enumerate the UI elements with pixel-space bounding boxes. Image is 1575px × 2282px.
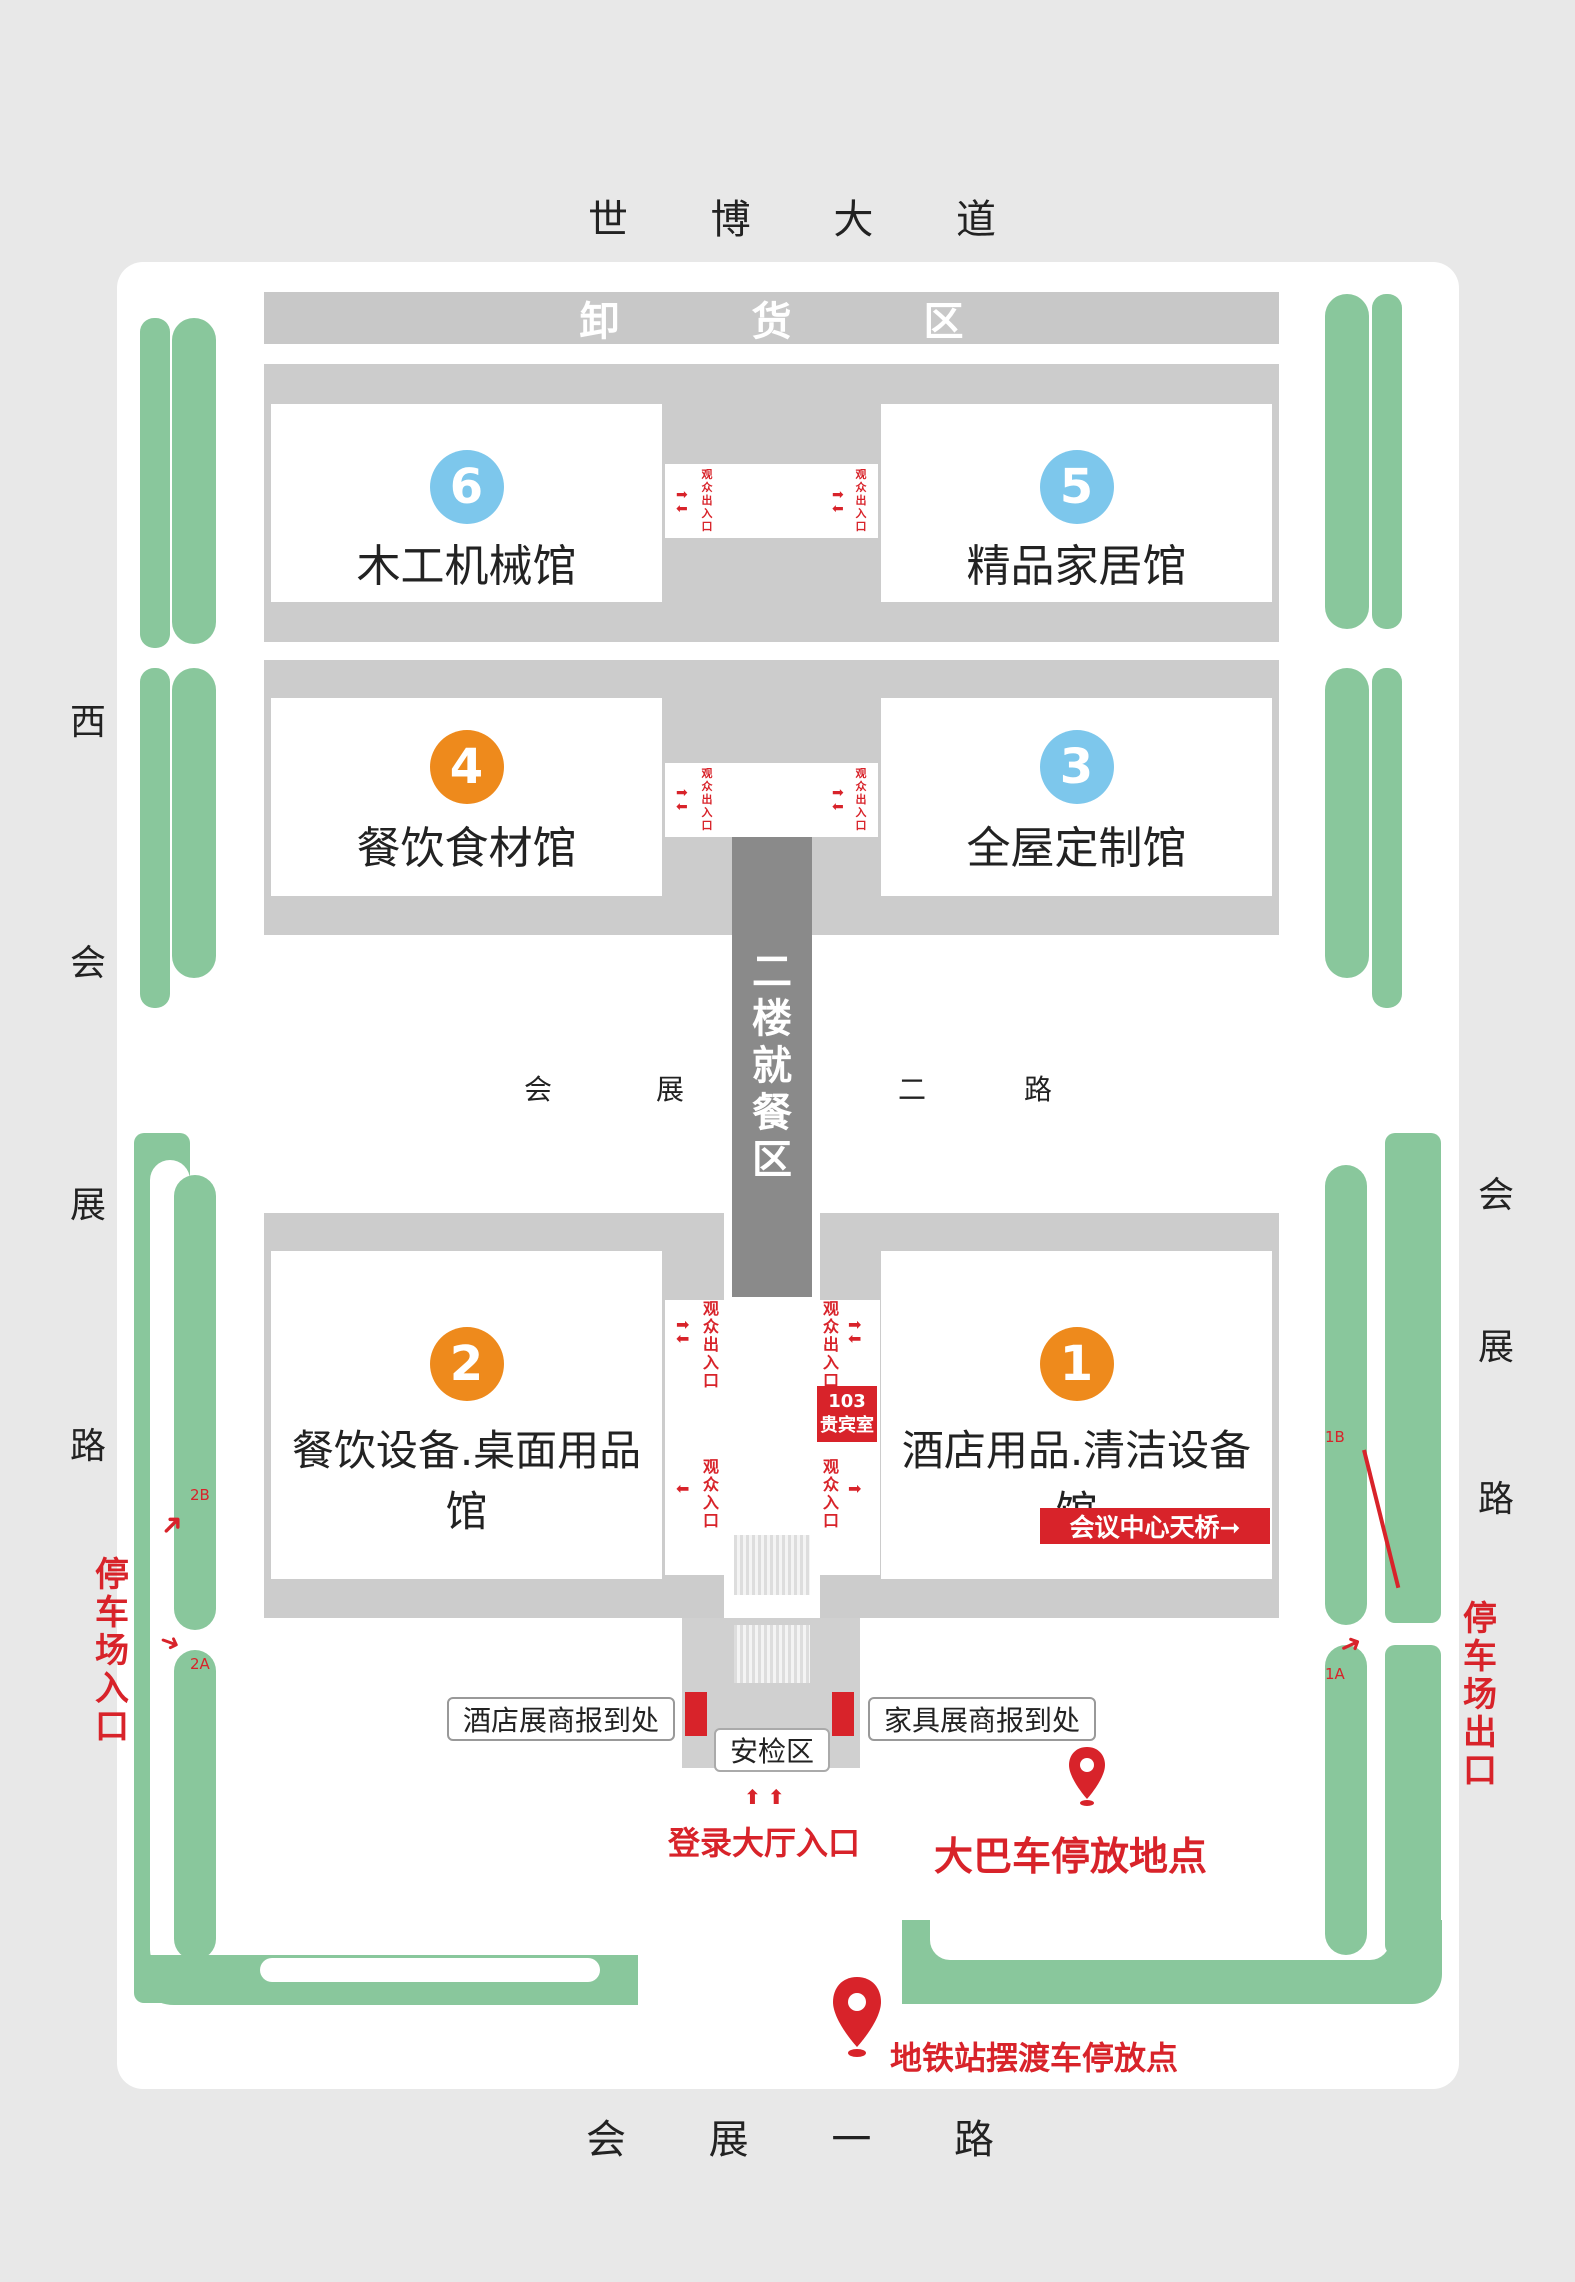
hall-3[interactable]: 3 全屋定制馆 [881, 698, 1272, 896]
entry-marker-3[interactable]: 观众出入口 [855, 767, 867, 832]
escalator-lower [734, 1625, 810, 1683]
hall-1-number: 1 [1039, 1327, 1114, 1401]
parking-exit-label: 停车场出口 [1463, 1599, 1497, 1791]
gate-2a: 2A [190, 1655, 210, 1673]
green-belt-west-1 [140, 318, 170, 648]
green-belt-south-east-cut [930, 1920, 1390, 1960]
hall-4-number: 4 [429, 730, 504, 804]
hall-5-name: 精品家居馆 [966, 541, 1187, 592]
hotel-exhibitor-registration: 酒店展商报到处 [447, 1697, 675, 1741]
gate-1a: 1A [1325, 1665, 1345, 1683]
green-belt-east-1 [1325, 294, 1369, 629]
entry-marker-2-in-out[interactable]: 观众出入口 [702, 1299, 719, 1390]
gate-1b: 1B [1325, 1428, 1345, 1446]
corridor-4-3 [665, 763, 878, 837]
hall-6-name: 木工机械馆 [356, 541, 577, 592]
escalator-upper [734, 1535, 810, 1595]
bus-parking-label: 大巴车停放地点 [934, 1835, 1208, 1880]
entry-arrows-1b: ➡ [848, 1479, 862, 1498]
corridor-6-5 [665, 464, 878, 538]
vip-room-103[interactable]: 103 贵宾室 [817, 1386, 877, 1442]
hall-6-number: 6 [429, 450, 504, 524]
metro-shuttle-pin-icon [830, 1975, 884, 2063]
green-belt-east-2b [1372, 668, 1402, 1008]
green-belt-east-1b [1372, 294, 1402, 629]
road-east: 会展路 [1477, 1175, 1514, 1520]
road-west: 西会展路 [69, 702, 106, 1467]
furniture-registration-desk [832, 1692, 854, 1736]
entry-marker-2-in[interactable]: 观众入口 [702, 1457, 719, 1530]
entry-arrows-4: ➡⬅ [676, 785, 688, 815]
entry-arrows-1a: ➡⬅ [848, 1315, 862, 1348]
road-north: 世博大道 [588, 197, 996, 243]
green-belt-west-2b [172, 668, 216, 978]
hotel-registration-desk [685, 1692, 707, 1736]
entry-arrows-2b: ⬅ [676, 1479, 690, 1498]
green-belt-east-3b [1385, 1133, 1441, 1623]
entry-marker-1-in-out[interactable]: 观众出入口 [822, 1299, 839, 1390]
entry-marker-6[interactable]: 观众出入口 [701, 468, 713, 533]
security-check-area: 安检区 [714, 1728, 830, 1772]
green-belt-east-2 [1325, 668, 1369, 978]
hall-2[interactable]: 2 餐饮设备.桌面用品馆 [271, 1251, 662, 1579]
second-floor-dining-area: 二楼就餐区 [732, 837, 812, 1297]
entry-arrows-6: ➡⬅ [676, 487, 688, 517]
parking-entrance-label: 停车场入口 [95, 1555, 129, 1747]
green-belt-west-3b [174, 1175, 216, 1630]
entry-marker-1-in[interactable]: 观众入口 [822, 1457, 839, 1530]
hall-4[interactable]: 4 餐饮食材馆 [271, 698, 662, 896]
entry-arrows-3: ➡⬅ [832, 785, 844, 815]
furniture-exhibitor-registration: 家具展商报到处 [868, 1697, 1096, 1741]
green-belt-west-1b [172, 318, 216, 644]
hall-6[interactable]: 6 木工机械馆 [271, 404, 662, 602]
green-belt-east-4b [1385, 1645, 1441, 1955]
road-middle-right: 二路 [898, 1073, 1052, 1106]
road-south: 会展一路 [586, 2117, 994, 2163]
hall-3-name: 全屋定制馆 [966, 823, 1187, 874]
green-belt-south-west-cut [260, 1958, 600, 1982]
hall-4-name: 餐饮食材馆 [356, 823, 577, 874]
entry-marker-5[interactable]: 观众出入口 [855, 468, 867, 533]
lobby-entrance-arrows: ⬆ ⬆ [744, 1785, 785, 1809]
green-belt-west-2 [140, 668, 170, 1008]
hall-5[interactable]: 5 精品家居馆 [881, 404, 1272, 602]
hall-2-name: 餐饮设备.桌面用品馆 [291, 1426, 642, 1536]
entry-arrows-2a: ➡⬅ [676, 1315, 690, 1348]
bus-parking-pin-icon [1067, 1745, 1107, 1811]
gate-2b: 2B [190, 1486, 210, 1504]
entry-arrows-5: ➡⬅ [832, 487, 844, 517]
hall-2-number: 2 [429, 1327, 504, 1401]
loading-dock: 卸货区 [264, 292, 1279, 345]
entry-marker-4[interactable]: 观众出入口 [701, 767, 713, 832]
green-belt-west-3c [174, 1650, 216, 1960]
green-belt-east-4 [1325, 1645, 1367, 1955]
metro-shuttle-label: 地铁站摆渡车停放点 [890, 2039, 1179, 2077]
road-middle-left: 会展 [524, 1073, 684, 1106]
lobby-entrance-label: 登录大厅入口 [668, 1824, 861, 1862]
hall-5-number: 5 [1039, 450, 1114, 524]
green-belt-east-3 [1325, 1165, 1367, 1625]
hall-3-number: 3 [1039, 730, 1114, 804]
corridor-2-center [665, 1300, 725, 1575]
conference-skybridge-sign[interactable]: 会议中心天桥➞ [1040, 1508, 1270, 1544]
